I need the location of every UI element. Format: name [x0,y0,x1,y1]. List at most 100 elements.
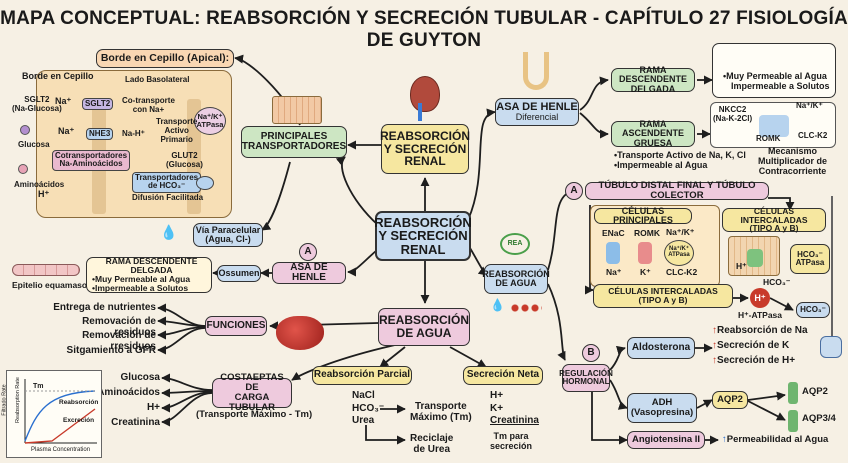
graph-ylabel2: Reabsorption Rate [14,377,21,423]
h-ion-badge: H⁺ [750,288,770,308]
aldo-effect: ↑Secreción de K [712,340,790,351]
k-ion-distal: K⁺ [640,267,651,277]
partial-item: NaCl [352,390,375,401]
badge-b: B [582,344,600,362]
center-line2: Y SECRECIÓN [378,228,468,244]
net-item: Creatinina [490,415,539,426]
aqp2-channel-label: AQP2 [802,386,828,397]
ascending-bullet2: Impermeable al Agua [614,160,746,170]
aminoacid-cotransporter-chip: Cotransportadores Na-Aminoácidos [52,150,131,171]
brush-border-title-text: Borde en Cepillo (Apical): [100,51,230,64]
water-center-line1: REABSORCIÓN [379,313,470,328]
aldo-effect-text: Reabsorción de Na [717,325,808,336]
glut2-line2: (Glucosa) [166,159,203,169]
paracellular-box: Vía Paracelular (Agua, Cl-) [193,223,263,247]
squamous-epithelium-label: Epitelio equamaso [12,280,88,290]
henle-loop-illustration-icon [523,52,549,90]
distal-tubule-label: TÚBULO DISTAL FINAL Y TÚBULO COLECTOR [598,180,756,201]
descending-right-line2: DELGADA [630,83,676,94]
henle-right-line1: ASA DE HENLE [496,100,578,113]
tm-graph-svg [24,379,97,444]
aldosterone-label: Aldosterona [631,341,691,353]
h-ion-intercalated: H⁺ [736,261,747,271]
net-secretion-label: Secreción Neta [466,369,540,381]
partial-reabsorption-label: Reabsorción Parcial [313,369,411,381]
functions-node: FUNCIONES [205,316,267,336]
henle-right-line2: Diferencial [515,112,559,123]
renal-top-line3: RENAL [404,154,446,169]
tubular-load-node: COSTAEPTAS DE CARGA TUBULAR [212,373,292,412]
intercalated-line1: CÉLULAS INTERCALADAS [740,205,808,225]
glucose-molecule-icon [20,125,30,135]
badge-a-left: A [299,243,317,261]
henle-loop-left-node: ASA DE HENLE [272,262,346,284]
graph-reab-label: Reabsorción [59,399,99,406]
ascending-transporter-box [710,102,836,148]
net-item: H+ [490,390,504,401]
clck2-right-label: CLC-K2 [798,131,828,140]
ascending-thick-node: RAMA ASCENDENTE GRUESA [611,119,695,148]
partial-reabsorption-node: Reabsorción Parcial [312,366,412,385]
angiotensin-effect-text: Permeabilidad al Agua [726,434,829,445]
water-center-line2: DE AGUA [396,326,452,340]
sglt2-source-sub: (Na-Glucosa) [12,103,62,113]
hormonal-regulation-node: REGULACIÓN HORMONAL [559,364,613,392]
partial-item: Urea [352,415,375,426]
molecules-icon [510,302,542,314]
graph-ylabel1: Filtrado Rate [1,384,8,416]
load-item: H+ [146,402,160,413]
nkcc2-line2: (Na-K-2Cl) [713,113,753,123]
hco3-atpase-box: HCO₃⁻ ATPasa [790,244,830,274]
hco3-transporter-line2: de HCO₃⁻ [147,181,186,191]
function-item: Removación de residuos [82,316,156,338]
intercalated-lower-node: CÉLULAS INTERCALADAS (TIPO A y B) [593,284,733,308]
water-reabsorption-right-node: REABSORCIÓN DE AGUA [482,264,550,294]
main-transporters-line2: TRANSPORTADORES [241,141,347,152]
partial-items: NaCl HCO₃⁻ Urea [352,390,384,428]
sglt2-source-name: SGLT2 [24,95,50,104]
ossumen-label: Ossumen [218,267,260,278]
descending-thin-right-node: RAMA DESCENDENTE DELGADA [611,65,695,94]
countercurrent-line2: Multiplicador de [758,155,828,166]
recycle-icon: REA [500,233,530,255]
descending-thin-bullet2: Impermeable a Solutos [92,283,188,293]
page-title: MAPA CONCEPTUAL: REABSORCIÓN Y SECRECIÓN… [0,8,848,51]
glut2-label: GLUT2 (Glucosa) [166,151,203,170]
primary-active-label: Transporte Activo Primario [156,117,197,144]
center-line3: RENAL [400,241,446,257]
hormonal-line1: REGULACIÓN [559,368,613,378]
center-line1: REABSORCIÓN [374,214,472,230]
function-item: Removación de rresiduos [82,330,156,352]
na-ion-2: Na⁺ [58,126,75,136]
adh-line1: ADH [651,397,673,409]
graph-tm-label: Tm [33,383,44,390]
h-atpase-channel-icon [747,249,763,267]
aldo-effect: ↑Reabsorción de Na [712,325,808,336]
water-drop-right-icon: 💧 [490,298,505,312]
adh-node: ADH (Vasopresina) [627,393,697,423]
countercurrent-line3: Contracorriente [758,165,827,176]
aqp2-label: AQP2 [717,394,743,406]
graph-exc-label: Excreción [63,417,95,424]
water-drop-icon: 💧 [160,224,178,240]
cotransport-line2: con Na+ [132,104,165,114]
hco3-intercalated: HCO₃⁻ [763,277,791,287]
transporter-icon [196,176,214,190]
clck2-distal: CLC-K2 [666,267,698,277]
cotransport-label: Co-transporte con Na+ [122,96,175,115]
urea-recycling-label: Reciclaje de Urea [410,433,453,455]
aldo-effect-text: Secreción de K [717,340,790,351]
countercurrent-label: Mecanismo Multiplicador de Contracorrien… [758,146,828,177]
aldosterone-effects: ↑Reabsorción de Na ↑Secreción de K ↑Secr… [712,325,830,371]
hco3-transporter-line1: Transportadores [135,173,199,182]
ascending-bullets: Transporte Activo de Na, K, Cl Impermeab… [614,150,746,171]
angiotensin-effect: ↑Permeabilidad al Agua [722,434,829,445]
tubular-load-line1: COSTAEPTAS DE [220,372,284,394]
nak-label: Na⁺/K⁺ [666,227,695,237]
urea-recycling-line1: Reciclaje [410,433,454,444]
paracellular-line2: (Agua, Cl-) [205,234,251,244]
aminoacids-label: Aminoácidos [14,180,65,189]
descending-thin-limb-box: RAMA DESCENDENTE DELGADA Muy Permeable a… [86,257,212,293]
intercalated-lower-line2: (TIPO A y B) [638,295,688,305]
romk-channel-icon [638,242,652,264]
